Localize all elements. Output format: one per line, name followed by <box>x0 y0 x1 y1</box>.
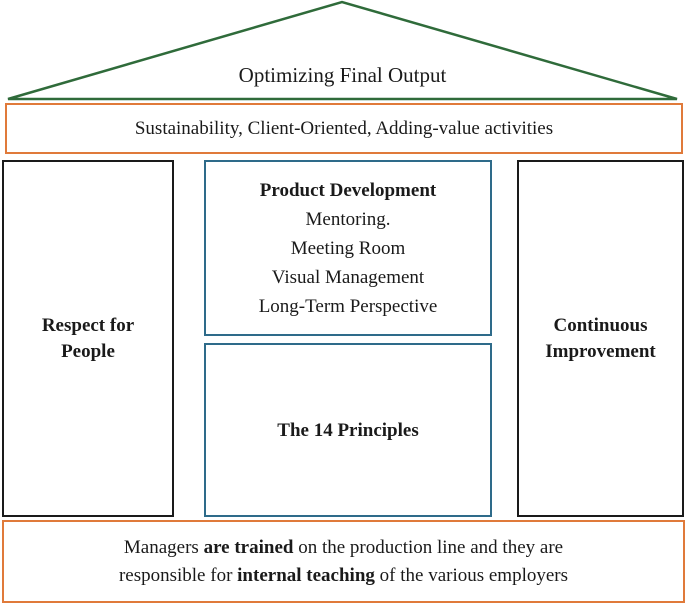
pillar-respect-for-people: Respect for People <box>2 160 174 517</box>
beam-sustainability: Sustainability, Client-Oriented, Adding-… <box>5 103 683 154</box>
product-development-item: Meeting Room <box>290 237 406 259</box>
box-product-development: Product Development Mentoring. Meeting R… <box>204 160 492 336</box>
pillar-right-line1: Continuous <box>553 314 648 336</box>
roof-triangle <box>7 0 678 101</box>
pillar-continuous-improvement: Continuous Improvement <box>517 160 684 517</box>
product-development-heading: Product Development <box>259 179 437 201</box>
product-development-item: Mentoring. <box>305 208 391 230</box>
principles-text: The 14 Principles <box>277 419 419 441</box>
foundation-line1-text: Managers <box>123 536 204 558</box>
foundation-line2: responsible for internal teaching of the… <box>119 562 568 590</box>
foundation-line2-bold: internal teaching <box>237 564 375 586</box>
foundation-line1-text-end: on the production line and they are <box>293 536 564 558</box>
pillar-left-line1: Respect for <box>41 314 135 336</box>
pillar-right-line2: Improvement <box>545 340 656 362</box>
foundation-line1-bold: are trained <box>203 536 294 558</box>
product-development-item: Long-Term Perspective <box>258 295 438 317</box>
beam-text: Sustainability, Client-Oriented, Adding-… <box>134 117 554 139</box>
pillar-left-line2: People <box>61 340 115 362</box>
roof-title: Optimizing Final Output <box>238 63 447 87</box>
foundation-line2-text: responsible for <box>118 564 238 586</box>
box-14-principles: The 14 Principles <box>204 343 492 517</box>
foundation-managers-training: Managers are trained on the production l… <box>2 520 685 603</box>
foundation-line1: Managers are trained on the production l… <box>124 534 563 562</box>
product-development-item: Visual Management <box>271 266 425 288</box>
foundation-line2-text-end: of the various employers <box>374 564 569 586</box>
